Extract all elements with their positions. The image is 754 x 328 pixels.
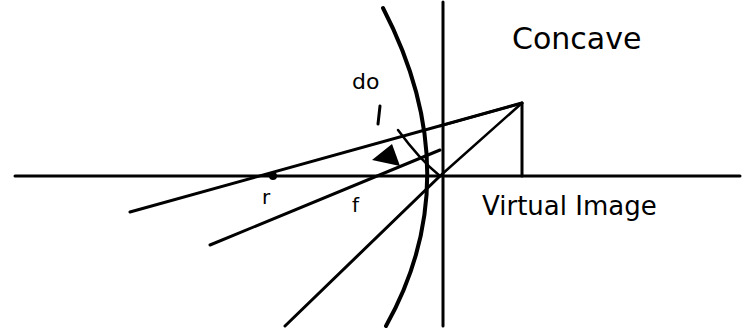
image-type: Virtual Image [482, 192, 657, 221]
object-distance: do [352, 70, 379, 94]
light-ray [210, 150, 440, 245]
reflected-ray [398, 130, 440, 176]
object [372, 144, 400, 166]
object-tick [378, 106, 380, 124]
radius-point: r [262, 186, 270, 208]
focal-point: f [352, 194, 359, 216]
mirror-plane [442, 2, 445, 326]
center-point [269, 172, 277, 180]
light-ray [285, 176, 440, 326]
image-arrow [521, 103, 524, 176]
light-ray [440, 103, 522, 176]
mirror-type: Concave [512, 22, 641, 55]
concave-mirror [383, 8, 427, 326]
